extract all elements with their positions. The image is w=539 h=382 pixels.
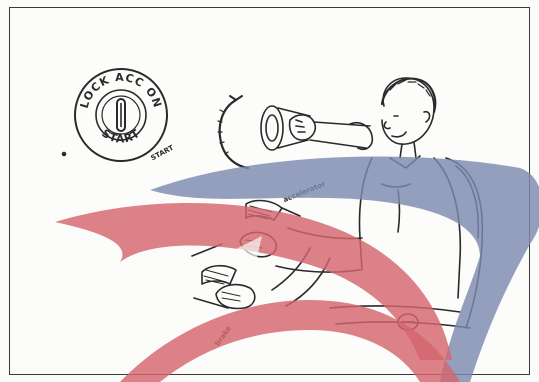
driver-illustration bbox=[10, 8, 530, 375]
illustration-frame: LOCK ACC ON START START accelerator brak… bbox=[9, 7, 530, 375]
rotation-arrow bbox=[220, 100, 248, 168]
ignition-switch-icon: LOCK ACC ON START bbox=[71, 65, 171, 165]
svg-text:START: START bbox=[99, 127, 143, 146]
